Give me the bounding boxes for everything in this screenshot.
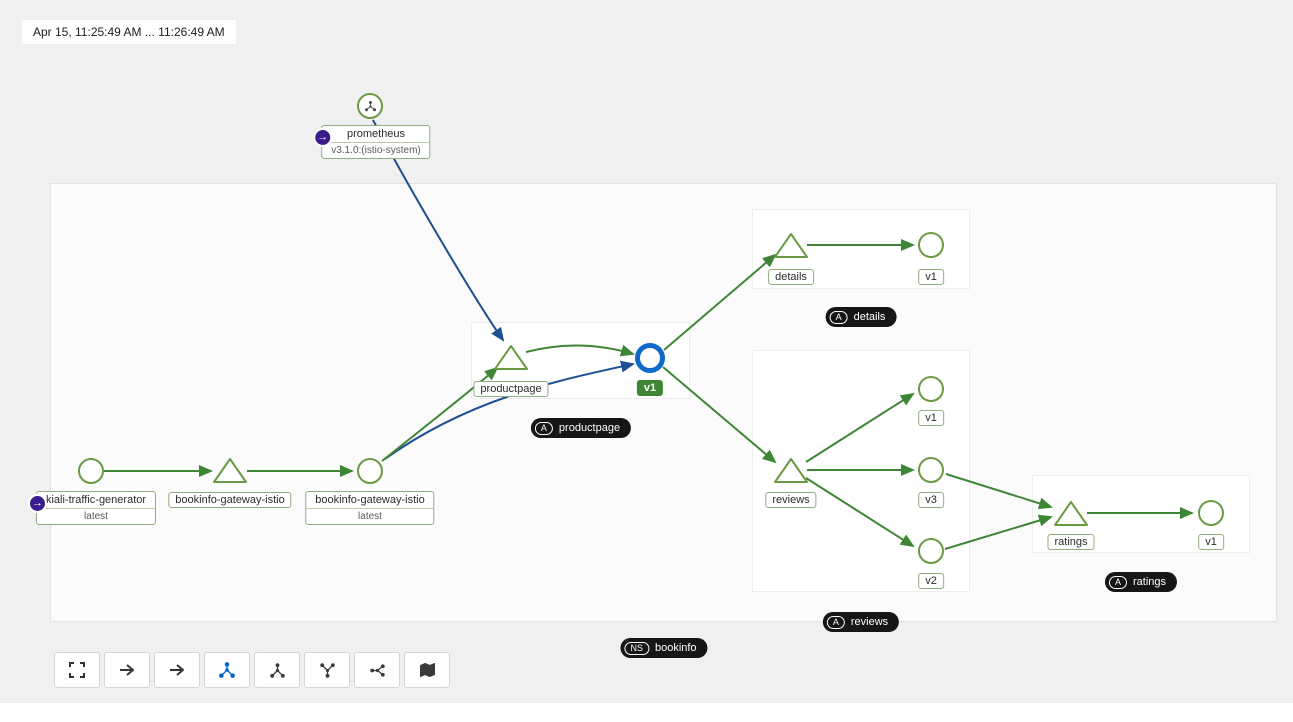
node-prometheus[interactable] <box>357 93 383 119</box>
node-kiali-traffic-generator[interactable] <box>78 458 104 484</box>
map-legend-icon <box>419 663 435 677</box>
node-gateway-workload[interactable] <box>357 458 383 484</box>
group-badge-label: details <box>853 311 886 323</box>
group-badge-productpage[interactable]: A productpage <box>530 418 632 438</box>
arrow-right-icon <box>169 664 184 676</box>
node-productpage-v1-selected[interactable] <box>635 343 665 373</box>
group-badge-details[interactable]: A details <box>825 307 897 327</box>
edge-reviews-v2-ratings[interactable] <box>944 514 1053 550</box>
edge-productpage-reviews[interactable] <box>662 366 777 464</box>
group-badge-label: ratings <box>1132 576 1167 588</box>
node-details-app[interactable] <box>773 230 809 260</box>
root-badge-arrow-icon: → <box>313 128 333 147</box>
app-kind-pill: A <box>829 310 848 324</box>
node-label-details-app[interactable]: details <box>768 269 814 285</box>
graph-topology-icon <box>319 662 335 678</box>
node-productpage-app[interactable] <box>493 342 529 372</box>
node-label-gateway-app[interactable]: bookinfo-gateway-istio <box>168 492 292 508</box>
traffic-generator-version: latest <box>36 508 156 524</box>
edge-reviews-app-v2[interactable] <box>805 477 915 548</box>
node-reviews-v2[interactable] <box>918 538 944 564</box>
group-badge-label: reviews <box>850 616 889 628</box>
edge-reviews-v3-ratings[interactable] <box>945 473 1053 510</box>
node-label-ratings-v1[interactable]: v1 <box>1198 534 1224 550</box>
node-label-reviews-v1[interactable]: v1 <box>918 410 944 426</box>
edge-arrow-button-2[interactable] <box>154 652 200 688</box>
node-details-v1[interactable] <box>918 232 944 258</box>
legend-map-button[interactable] <box>404 652 450 688</box>
node-label-ratings-app[interactable]: ratings <box>1047 534 1095 550</box>
root-badge-arrow-icon: → <box>27 494 47 513</box>
graph-topology-icon <box>369 663 385 677</box>
gateway-workload-version: latest <box>306 508 434 524</box>
fit-to-screen-button[interactable] <box>54 652 100 688</box>
traffic-generator-name: kiali-traffic-generator <box>45 494 147 506</box>
node-label-prometheus[interactable]: → prometheus v3.1.0:(istio-system) <box>313 125 431 159</box>
node-reviews-app[interactable] <box>773 455 809 485</box>
graph-topology-active-icon <box>219 662 235 678</box>
app-kind-pill: A <box>1108 575 1127 589</box>
node-ratings-v1[interactable] <box>1198 500 1224 526</box>
graph-layout-button-4[interactable] <box>354 652 400 688</box>
graph-toolbar <box>54 652 450 688</box>
group-badge-reviews[interactable]: A reviews <box>822 612 900 632</box>
app-kind-pill: A <box>826 615 845 629</box>
graph-topology-icon <box>269 662 285 678</box>
namespace-box-bookinfo[interactable] <box>50 183 1277 622</box>
fit-to-screen-icon <box>69 662 85 678</box>
namespace-kind-pill: NS <box>624 641 649 655</box>
edge-reviews-app-v1[interactable] <box>805 392 915 463</box>
node-reviews-v1[interactable] <box>918 376 944 402</box>
group-badge-label: bookinfo <box>654 642 697 654</box>
edge-productpage-app-v1[interactable] <box>525 344 635 357</box>
graph-layout-button-active[interactable] <box>204 652 250 688</box>
node-label-gateway-workload[interactable]: bookinfo-gateway-istio latest <box>305 491 435 525</box>
node-label-details-v1[interactable]: v1 <box>918 269 944 285</box>
node-label-reviews-v2[interactable]: v2 <box>918 573 944 589</box>
node-label-reviews-v3[interactable]: v3 <box>918 492 944 508</box>
gateway-workload-name: bookinfo-gateway-istio <box>315 494 425 506</box>
graph-layout-button-3[interactable] <box>304 652 350 688</box>
group-badge-ratings[interactable]: A ratings <box>1104 572 1178 592</box>
node-label-productpage-v1[interactable]: v1 <box>636 380 664 396</box>
edge-gateway-productpage-app[interactable] <box>381 366 499 462</box>
edge-productpage-details[interactable] <box>663 253 777 351</box>
prometheus-node-icon <box>364 100 376 111</box>
app-kind-pill: A <box>534 421 553 435</box>
node-gateway-app[interactable] <box>212 455 248 485</box>
group-badge-namespace-bookinfo[interactable]: NS bookinfo <box>620 638 708 658</box>
prometheus-name: prometheus <box>346 128 406 140</box>
prometheus-version: v3.1.0:(istio-system) <box>322 142 430 158</box>
node-label-reviews-app[interactable]: reviews <box>765 492 817 508</box>
node-reviews-v3[interactable] <box>918 457 944 483</box>
node-label-productpage-app[interactable]: productpage <box>473 381 549 397</box>
node-ratings-app[interactable] <box>1053 498 1089 528</box>
group-badge-label: productpage <box>558 422 621 434</box>
node-label-kiali-traffic-generator[interactable]: → kiali-traffic-generator latest <box>27 491 157 525</box>
time-range-label: Apr 15, 11:25:49 AM ... 11:26:49 AM <box>22 20 236 44</box>
arrow-right-icon <box>119 664 134 676</box>
edge-arrow-button-1[interactable] <box>104 652 150 688</box>
graph-layout-button-2[interactable] <box>254 652 300 688</box>
